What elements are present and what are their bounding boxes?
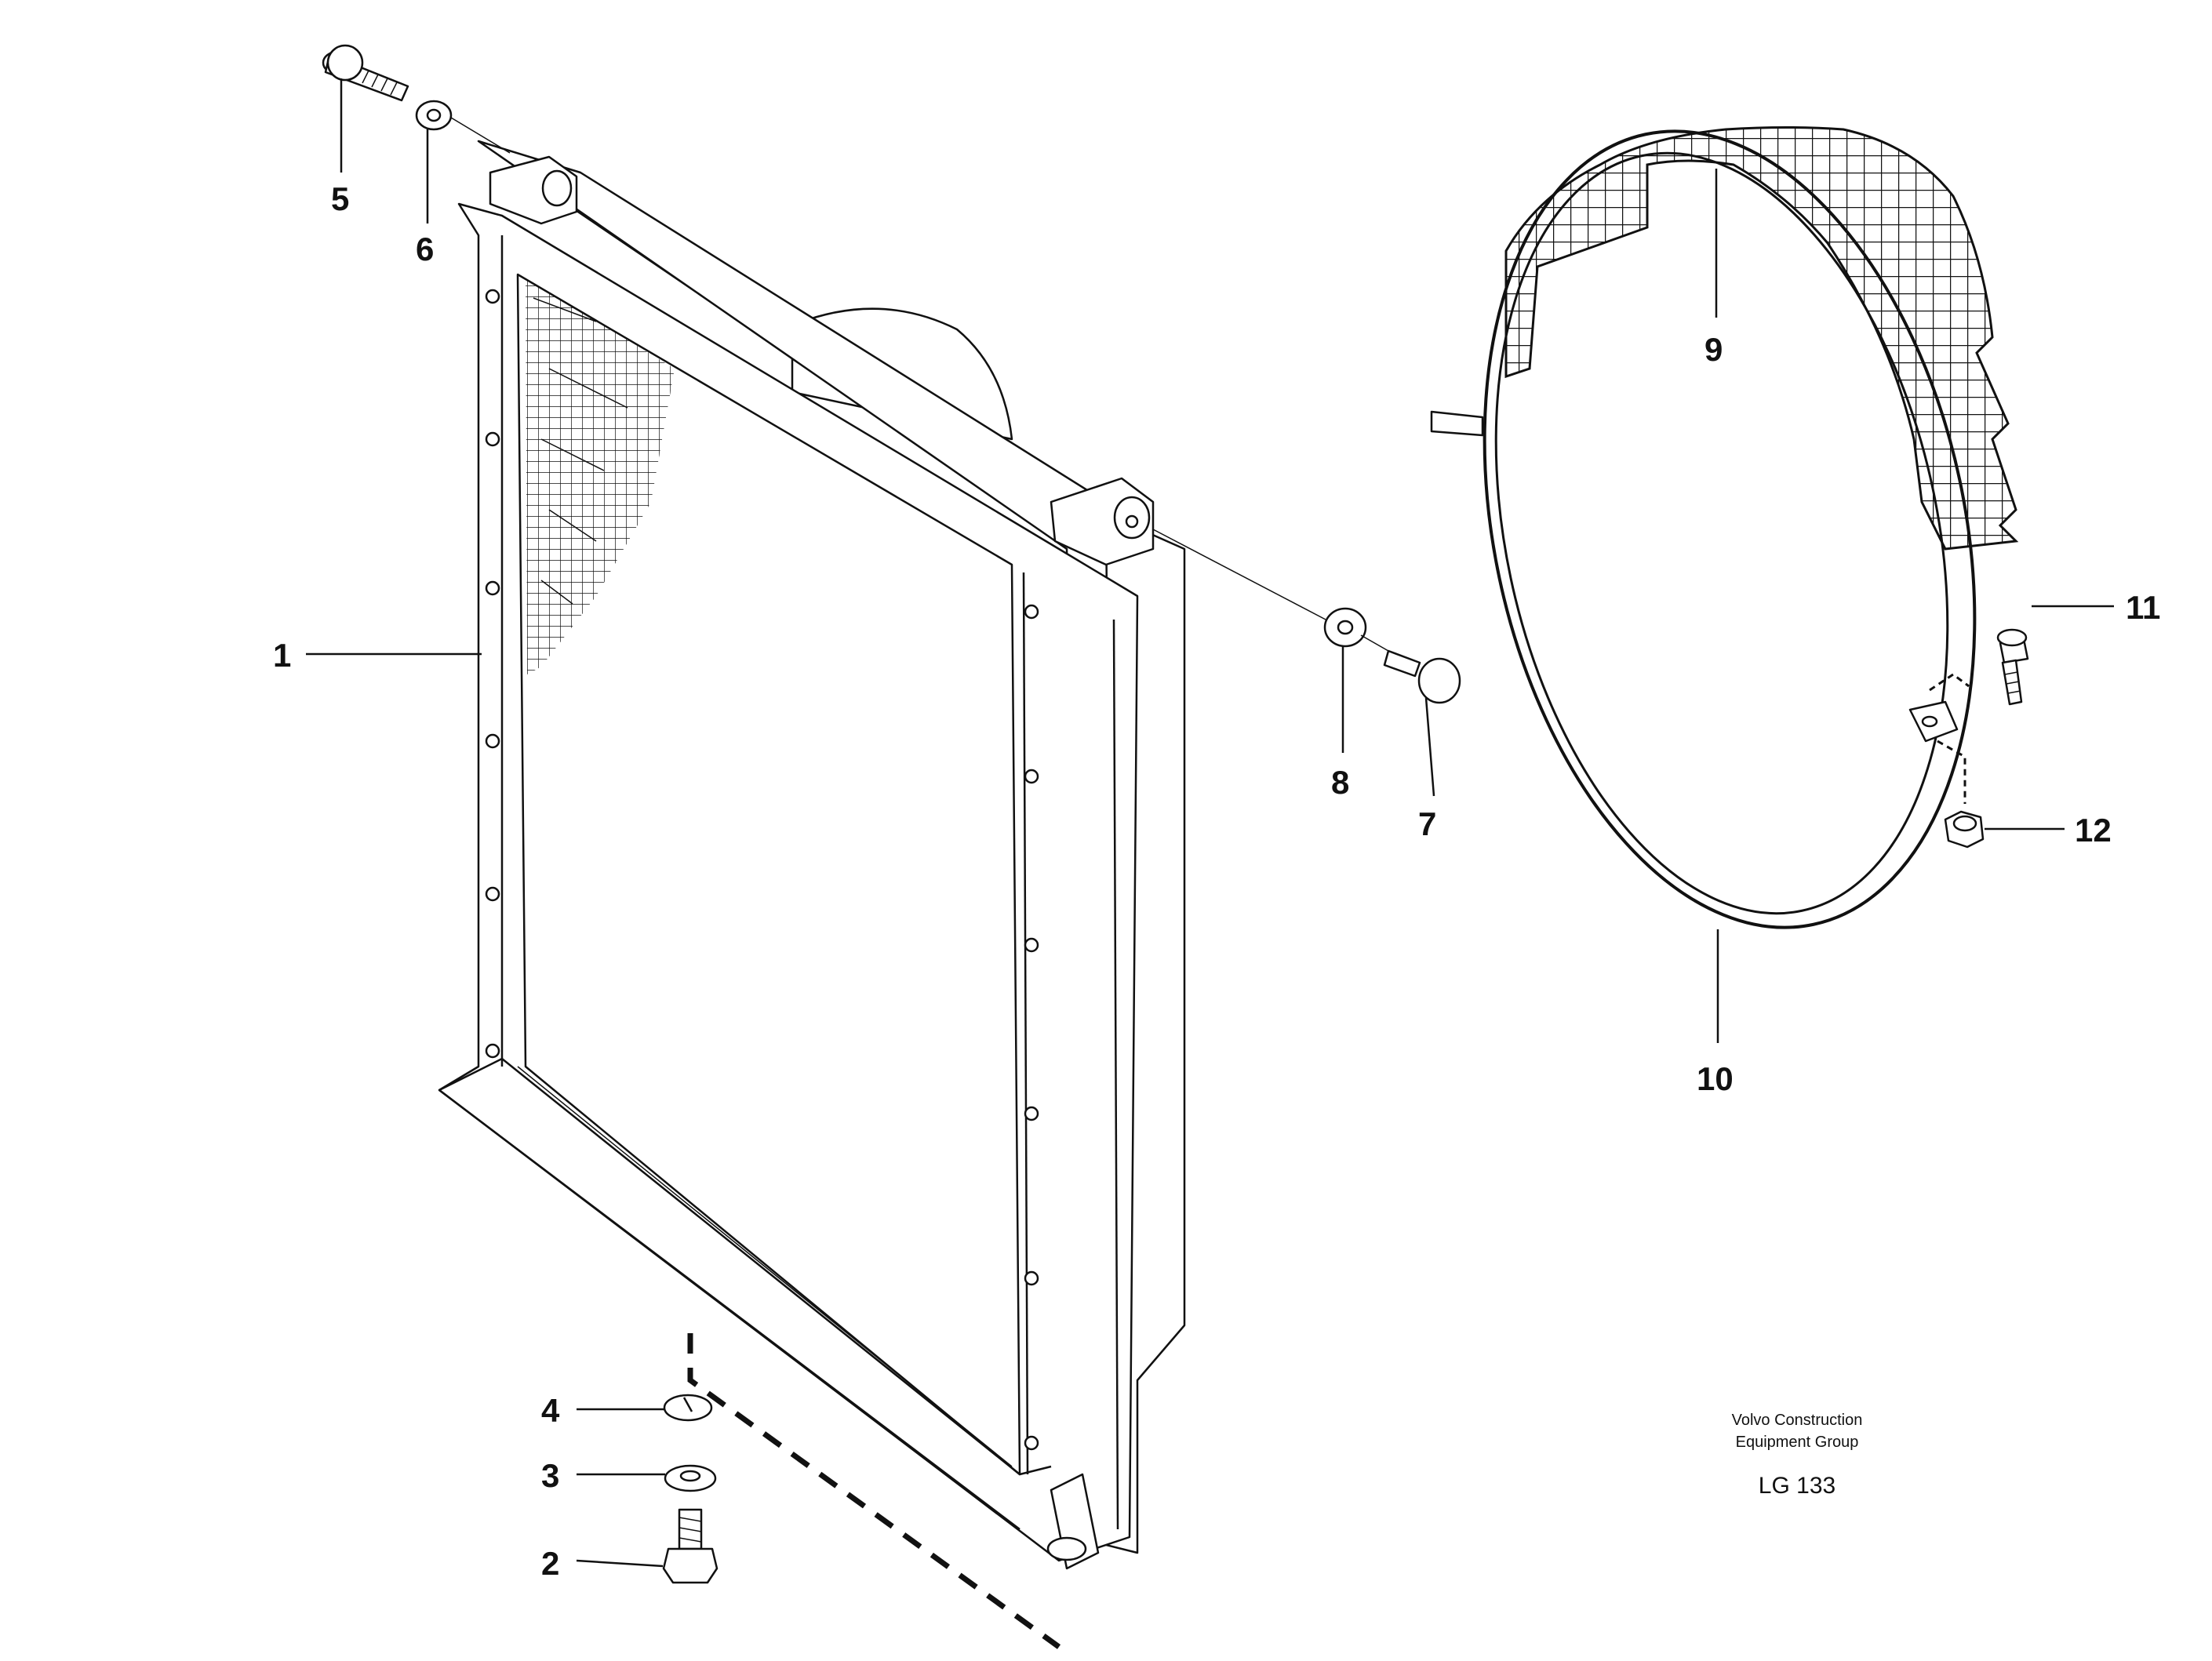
radiator-frame (438, 140, 1186, 1649)
frame-bolt-holes (485, 289, 1039, 1451)
callout-1: 1 (273, 637, 291, 674)
callout-10: 10 (1697, 1060, 1734, 1097)
drawing-code: LG 133 (1759, 1473, 1835, 1499)
callout-9: 9 (1704, 331, 1723, 368)
washer-3 (664, 1464, 717, 1492)
callout-11: 11 (2126, 589, 2160, 626)
washer-8 (1152, 529, 1389, 652)
publisher-line-2: Equipment Group (1736, 1434, 1859, 1451)
callout-leaders (306, 78, 2114, 1568)
bolt-11 (1996, 628, 2029, 706)
callout-5: 5 (331, 180, 349, 217)
callout-7: 7 (1418, 805, 1436, 842)
publisher-line-1: Volvo Construction (1732, 1412, 1863, 1429)
lock-washer-4 (663, 1394, 713, 1422)
bolt-7 (1383, 649, 1461, 704)
nut-12 (1944, 810, 1985, 849)
callout-6: 6 (416, 231, 434, 267)
callout-8: 8 (1331, 764, 1349, 801)
fan-guard (1430, 126, 2019, 929)
callout-3: 3 (541, 1457, 559, 1494)
callout-4: 4 (541, 1392, 560, 1429)
bolt-5 (322, 44, 409, 102)
callout-2: 2 (541, 1545, 559, 1582)
washer-6 (415, 100, 511, 154)
callout-12: 12 (2075, 812, 2112, 849)
bolt-2 (662, 1508, 719, 1584)
